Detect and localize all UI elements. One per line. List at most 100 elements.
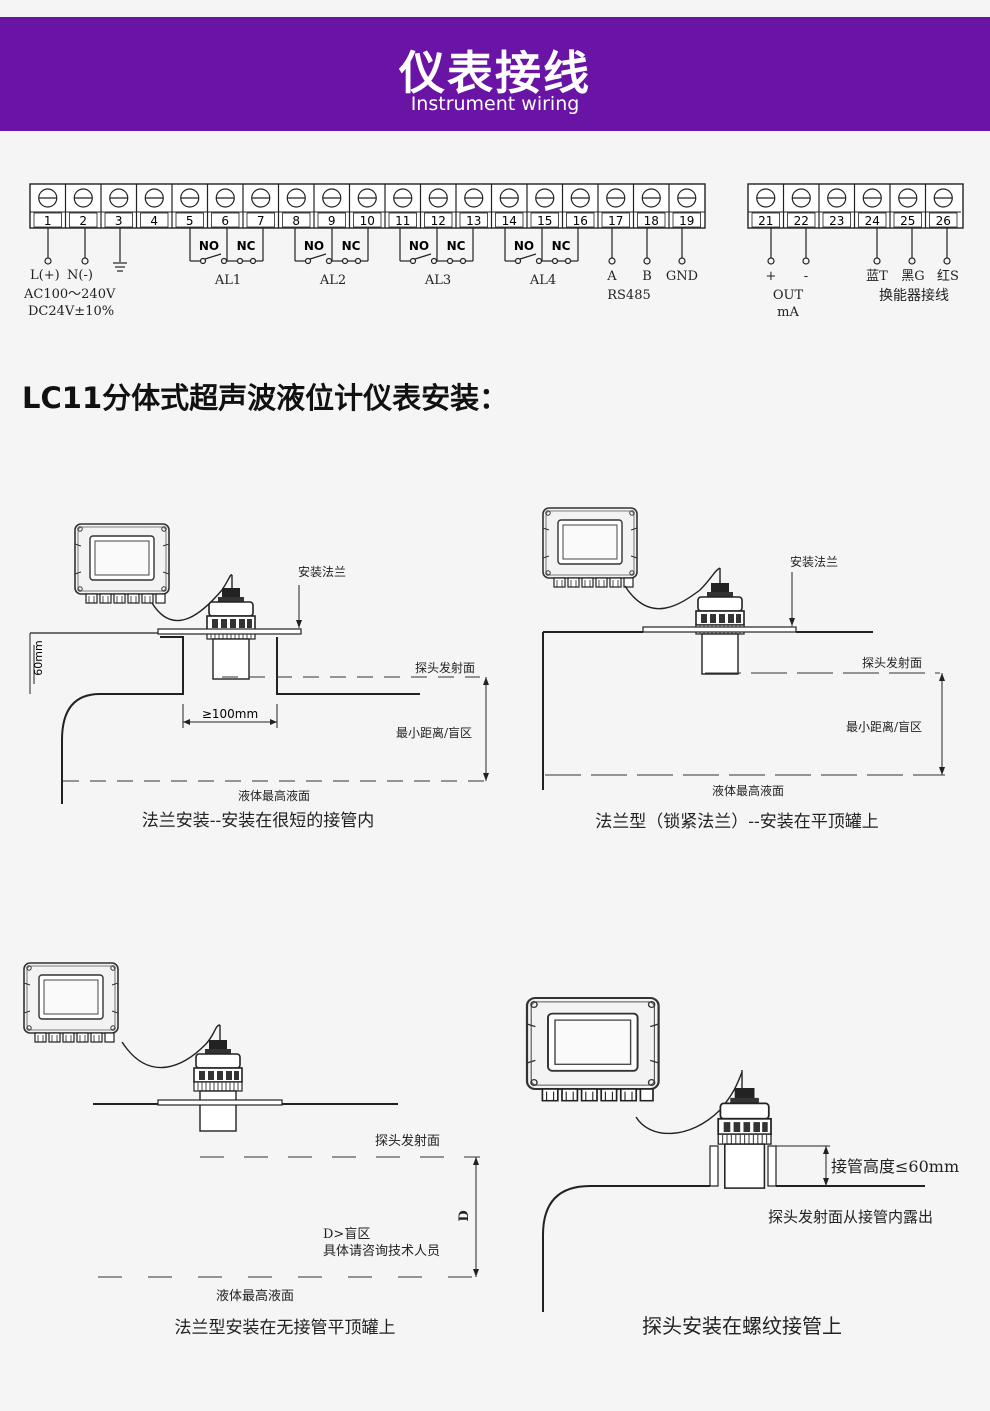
rs485-wires <box>608 228 686 265</box>
terminal-5: 5 <box>171 184 208 228</box>
d1-height-label: 60mm <box>32 640 45 675</box>
d3-d-label: D <box>457 1210 472 1221</box>
terminal-number: 11 <box>395 214 410 228</box>
terminal-number: 23 <box>829 214 844 228</box>
page-title: 仪表接线 <box>399 46 591 100</box>
relay-AL2: NO NC AL2 <box>294 228 369 288</box>
terminal-number: 9 <box>328 214 336 228</box>
terminal-9: 9 <box>313 184 350 228</box>
relay-nc-label: NC <box>237 239 256 253</box>
d3-face-label: 探头发射面 <box>375 1133 440 1149</box>
relay-nc-label: NC <box>342 239 361 253</box>
terminal-number: 21 <box>758 214 773 228</box>
d3-note1: D>盲区 <box>323 1226 370 1242</box>
terminal-8: 8 <box>277 184 314 228</box>
d1-width-label: ≥100mm <box>202 707 258 721</box>
transducer-red-label: 红S <box>937 268 959 284</box>
d2-min-label: 最小距离/盲区 <box>846 719 922 734</box>
terminal-number: 16 <box>573 214 588 228</box>
out-unit-label: mA <box>777 305 799 320</box>
terminal-14: 14 <box>490 184 527 228</box>
terminal-number: 14 <box>502 214 517 228</box>
terminal-15: 15 <box>526 184 563 228</box>
relay-AL1: NO NC AL1 <box>189 228 264 288</box>
d4-face-label: 探头发射面从接管内露出 <box>768 1208 933 1226</box>
terminal-22: 22 <box>782 184 819 228</box>
d2-flange-label: 安装法兰 <box>790 554 838 569</box>
install-diagram-1 <box>29 523 489 804</box>
terminal-1: 1 <box>30 188 66 228</box>
relay-name-label: AL4 <box>529 273 556 288</box>
terminal-number: 25 <box>900 214 915 228</box>
relay-no-label: NO <box>514 239 534 253</box>
terminal-number: 17 <box>608 214 623 228</box>
terminal-17: 17 <box>597 184 634 228</box>
install-diagram-2 <box>542 507 945 790</box>
terminal-24: 24 <box>853 184 890 228</box>
terminal-number: 7 <box>257 214 265 228</box>
power-l-label: L(+) <box>30 268 60 283</box>
d3-level-label: 液体最高液面 <box>216 1288 294 1304</box>
terminal-number: 8 <box>292 214 300 228</box>
d2-caption: 法兰型（锁紧法兰）--安装在平顶罐上 <box>595 812 879 832</box>
terminal-3: 3 <box>100 184 137 228</box>
d2-face-label: 探头发射面 <box>862 655 922 670</box>
d1-min-label: 最小距离/盲区 <box>396 725 472 740</box>
terminal-number: 24 <box>865 214 880 228</box>
out-label: OUT <box>773 288 804 303</box>
terminal-number: 26 <box>936 214 951 228</box>
terminal-16: 16 <box>561 184 598 228</box>
terminal-number: 22 <box>794 214 809 228</box>
d1-level-label: 液体最高液面 <box>238 788 310 803</box>
terminal-number: 5 <box>186 214 194 228</box>
power-ac-label: AC100～240V <box>23 287 116 302</box>
relay-name-label: AL2 <box>319 273 346 288</box>
relay-name-label: AL1 <box>214 273 241 288</box>
terminal-2: 2 <box>64 184 101 228</box>
terminal-18: 18 <box>632 184 669 228</box>
d4-caption: 探头安装在螺纹接管上 <box>642 1314 842 1338</box>
d1-caption: 法兰安装--安装在很短的接管内 <box>142 811 375 831</box>
power-n-label: N(-) <box>67 268 93 283</box>
page-subtitle: Instrument wiring <box>410 93 580 115</box>
terminal-11: 11 <box>384 184 421 228</box>
terminal-block-aux: 21 22 23 24 25 26 <box>747 183 964 229</box>
rs485-name-label: RS485 <box>607 288 651 303</box>
header-banner: 仪表接线 Instrument wiring <box>0 17 990 131</box>
relay-no-label: NO <box>199 239 219 253</box>
terminal-12: 12 <box>419 184 456 228</box>
rs485-a-label: A <box>606 269 617 284</box>
terminal-number: 3 <box>115 214 123 228</box>
relay-name-label: AL3 <box>424 273 451 288</box>
install-diagram-3 <box>23 962 480 1278</box>
terminal-number: 2 <box>79 214 87 228</box>
terminal-number: 12 <box>431 214 446 228</box>
transducer-name-label: 换能器接线 <box>879 287 949 304</box>
terminal-25: 25 <box>889 184 926 228</box>
d3-caption: 法兰型安装在无接管平顶罐上 <box>175 1318 396 1338</box>
terminal-13: 13 <box>455 184 492 228</box>
terminal-number: 10 <box>360 214 375 228</box>
terminal-number: 13 <box>466 214 481 228</box>
out-minus-label: - <box>804 269 808 284</box>
relay-no-label: NO <box>304 239 324 253</box>
d2-level-label: 液体最高液面 <box>712 783 784 798</box>
terminal-number: 4 <box>150 214 158 228</box>
relay-no-label: NO <box>409 239 429 253</box>
relay-nc-label: NC <box>447 239 466 253</box>
power-wires <box>44 228 127 272</box>
relay-outputs: NO NC AL1 NO NC AL2 NO NC AL3 NO NC AL4 <box>189 228 579 288</box>
terminal-number: 19 <box>679 214 694 228</box>
d4-pipe-label: 接管高度≤60mm <box>831 1157 959 1176</box>
terminal-number: 1 <box>44 214 52 228</box>
power-dc-label: DC24V±10% <box>28 304 114 319</box>
relay-nc-label: NC <box>552 239 571 253</box>
relay-AL3: NO NC AL3 <box>399 228 474 288</box>
terminal-23: 23 <box>818 184 855 228</box>
transducer-blue-label: 蓝T <box>866 269 888 284</box>
terminal-number: 15 <box>537 214 552 228</box>
relay-AL4: NO NC AL4 <box>504 228 579 288</box>
terminal-4: 4 <box>135 184 172 228</box>
